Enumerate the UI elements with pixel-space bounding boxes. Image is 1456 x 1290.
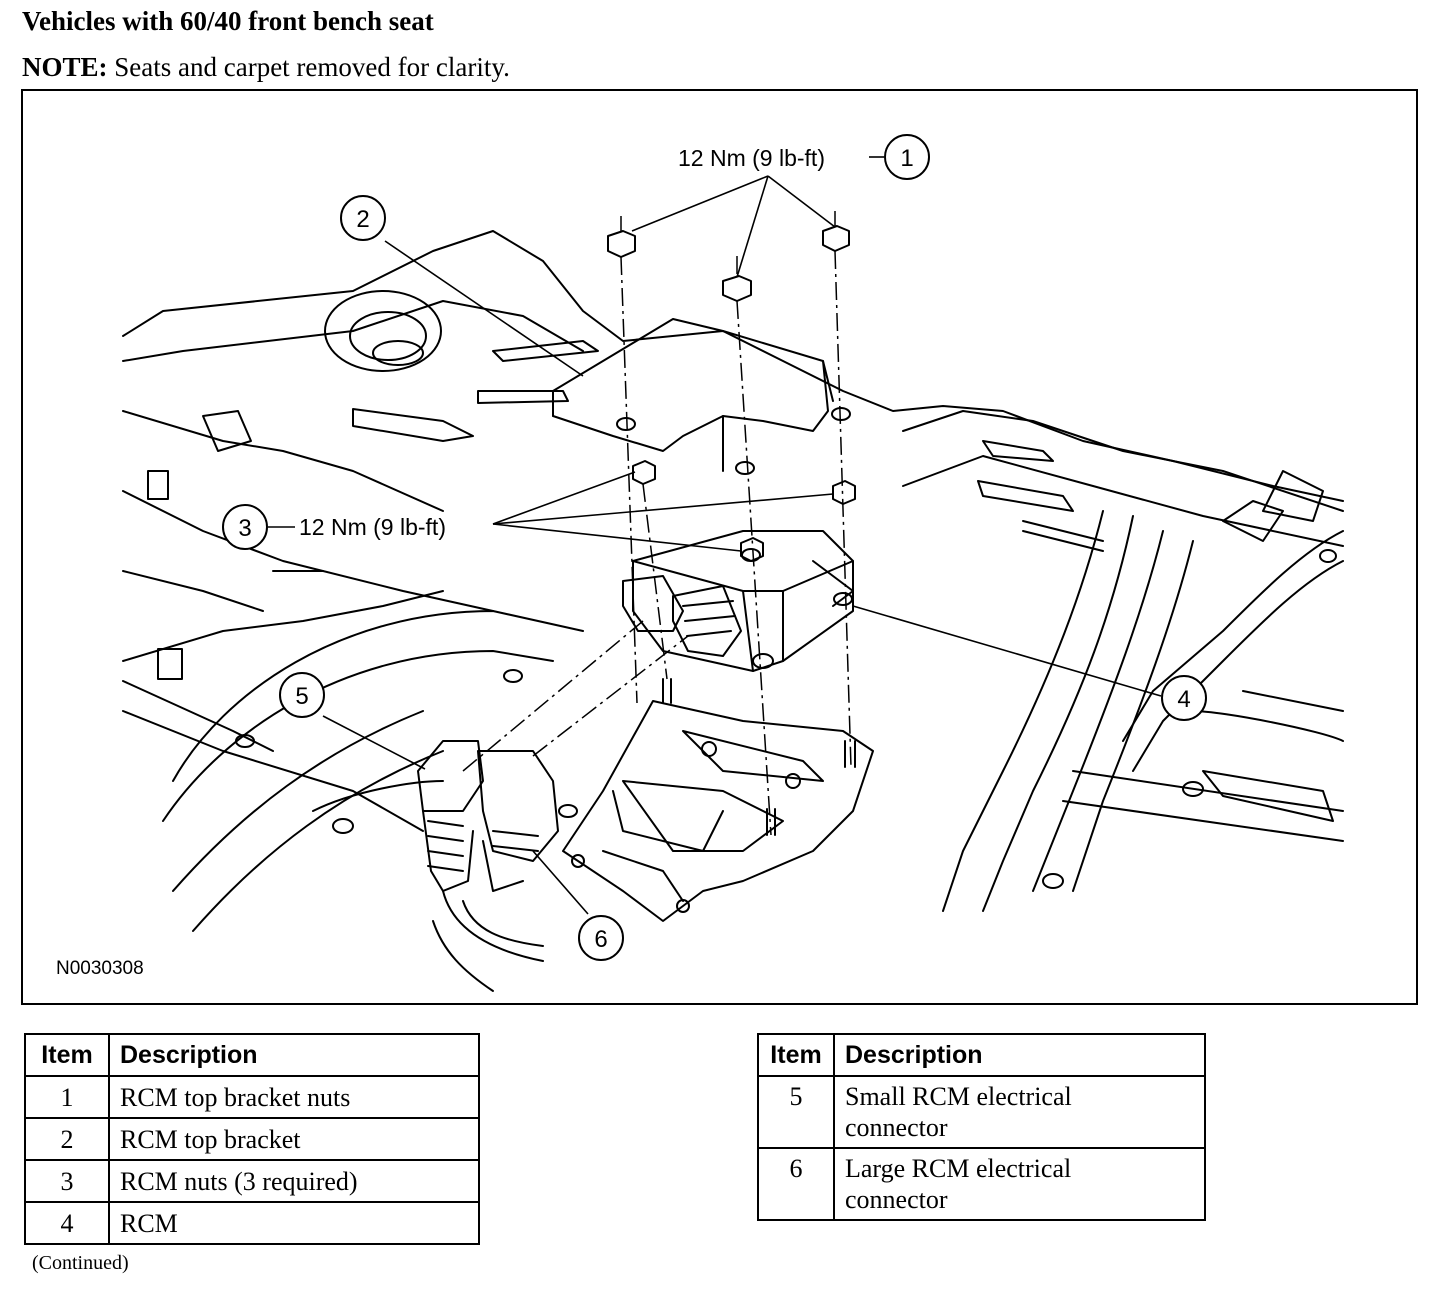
item-description: RCM top bracket xyxy=(108,1117,480,1161)
torque-label-bg xyxy=(673,141,855,171)
callout-circle xyxy=(578,915,624,961)
description-line: connector xyxy=(845,1113,948,1142)
note-text: Seats and carpet removed for clarity. xyxy=(114,52,510,82)
callout-2: 2 xyxy=(340,195,386,241)
callout-number: 4 xyxy=(1177,686,1190,713)
column-header-item: Item xyxy=(24,1033,110,1077)
description-line: connector xyxy=(845,1185,948,1214)
rcm-installation-illustration: 1 2 3 4 5 6 12 Nm (9 lb-ft) 12 Nm (9 lb-… xyxy=(56,134,1344,992)
callout-number: 2 xyxy=(356,206,369,233)
table-row: 2 RCM top bracket xyxy=(24,1117,480,1161)
description-line: Large RCM electrical xyxy=(845,1154,1072,1183)
column-header-item: Item xyxy=(757,1033,835,1077)
description-line: Small RCM electrical xyxy=(845,1082,1072,1111)
table-header-row: Item Description xyxy=(757,1033,1206,1077)
callout-circle xyxy=(222,504,268,550)
callout-circle xyxy=(340,195,386,241)
item-number: 6 xyxy=(757,1147,835,1221)
callout-circle xyxy=(1161,675,1207,721)
callout-1: 1 xyxy=(884,134,930,180)
item-number: 2 xyxy=(24,1117,110,1161)
table-row: 4 RCM xyxy=(24,1201,480,1245)
leader-lines xyxy=(268,156,1162,915)
note-label: NOTE: xyxy=(22,52,108,82)
note: NOTE: Seats and carpet removed for clari… xyxy=(22,52,510,83)
callout-4: 4 xyxy=(1161,675,1207,721)
table-row: 3 RCM nuts (3 required) xyxy=(24,1159,480,1203)
torque-label-top: 12 Nm (9 lb-ft) xyxy=(678,145,825,171)
continued-note: (Continued) xyxy=(32,1252,129,1274)
table-row: 1 RCM top bracket nuts xyxy=(24,1075,480,1119)
item-description: RCM top bracket nuts xyxy=(108,1075,480,1119)
floor-pan-drawing xyxy=(122,225,1344,992)
callout-5: 5 xyxy=(279,672,325,718)
column-header-description: Description xyxy=(833,1033,1206,1077)
assembly-centerlines xyxy=(462,211,852,836)
callout-number: 6 xyxy=(594,926,607,953)
callout-number: 5 xyxy=(295,683,308,710)
callout-circle xyxy=(884,134,930,180)
exploded-view-figure: 1 2 3 4 5 6 12 Nm (9 lb-ft) 12 Nm (9 lb-… xyxy=(21,89,1418,1005)
item-number: 5 xyxy=(757,1075,835,1149)
callout-circle xyxy=(279,672,325,718)
callout-3: 3 xyxy=(222,504,268,550)
table-header-row: Item Description xyxy=(24,1033,480,1077)
item-number: 3 xyxy=(24,1159,110,1203)
item-description: RCM nuts (3 required) xyxy=(108,1159,480,1203)
callout-number: 1 xyxy=(900,145,913,172)
torque-label-bg xyxy=(297,512,479,542)
callout-6: 6 xyxy=(578,915,624,961)
callout-number: 3 xyxy=(238,515,251,542)
item-table-left: Item Description 1 RCM top bracket nuts … xyxy=(24,1033,480,1245)
figure-id: N0030308 xyxy=(56,958,144,979)
item-description: RCM xyxy=(108,1201,480,1245)
item-number: 4 xyxy=(24,1201,110,1245)
page-heading: Vehicles with 60/40 front bench seat xyxy=(22,6,434,36)
torque-label-mid: 12 Nm (9 lb-ft) xyxy=(299,514,446,540)
item-number: 1 xyxy=(24,1075,110,1119)
column-header-description: Description xyxy=(108,1033,480,1077)
